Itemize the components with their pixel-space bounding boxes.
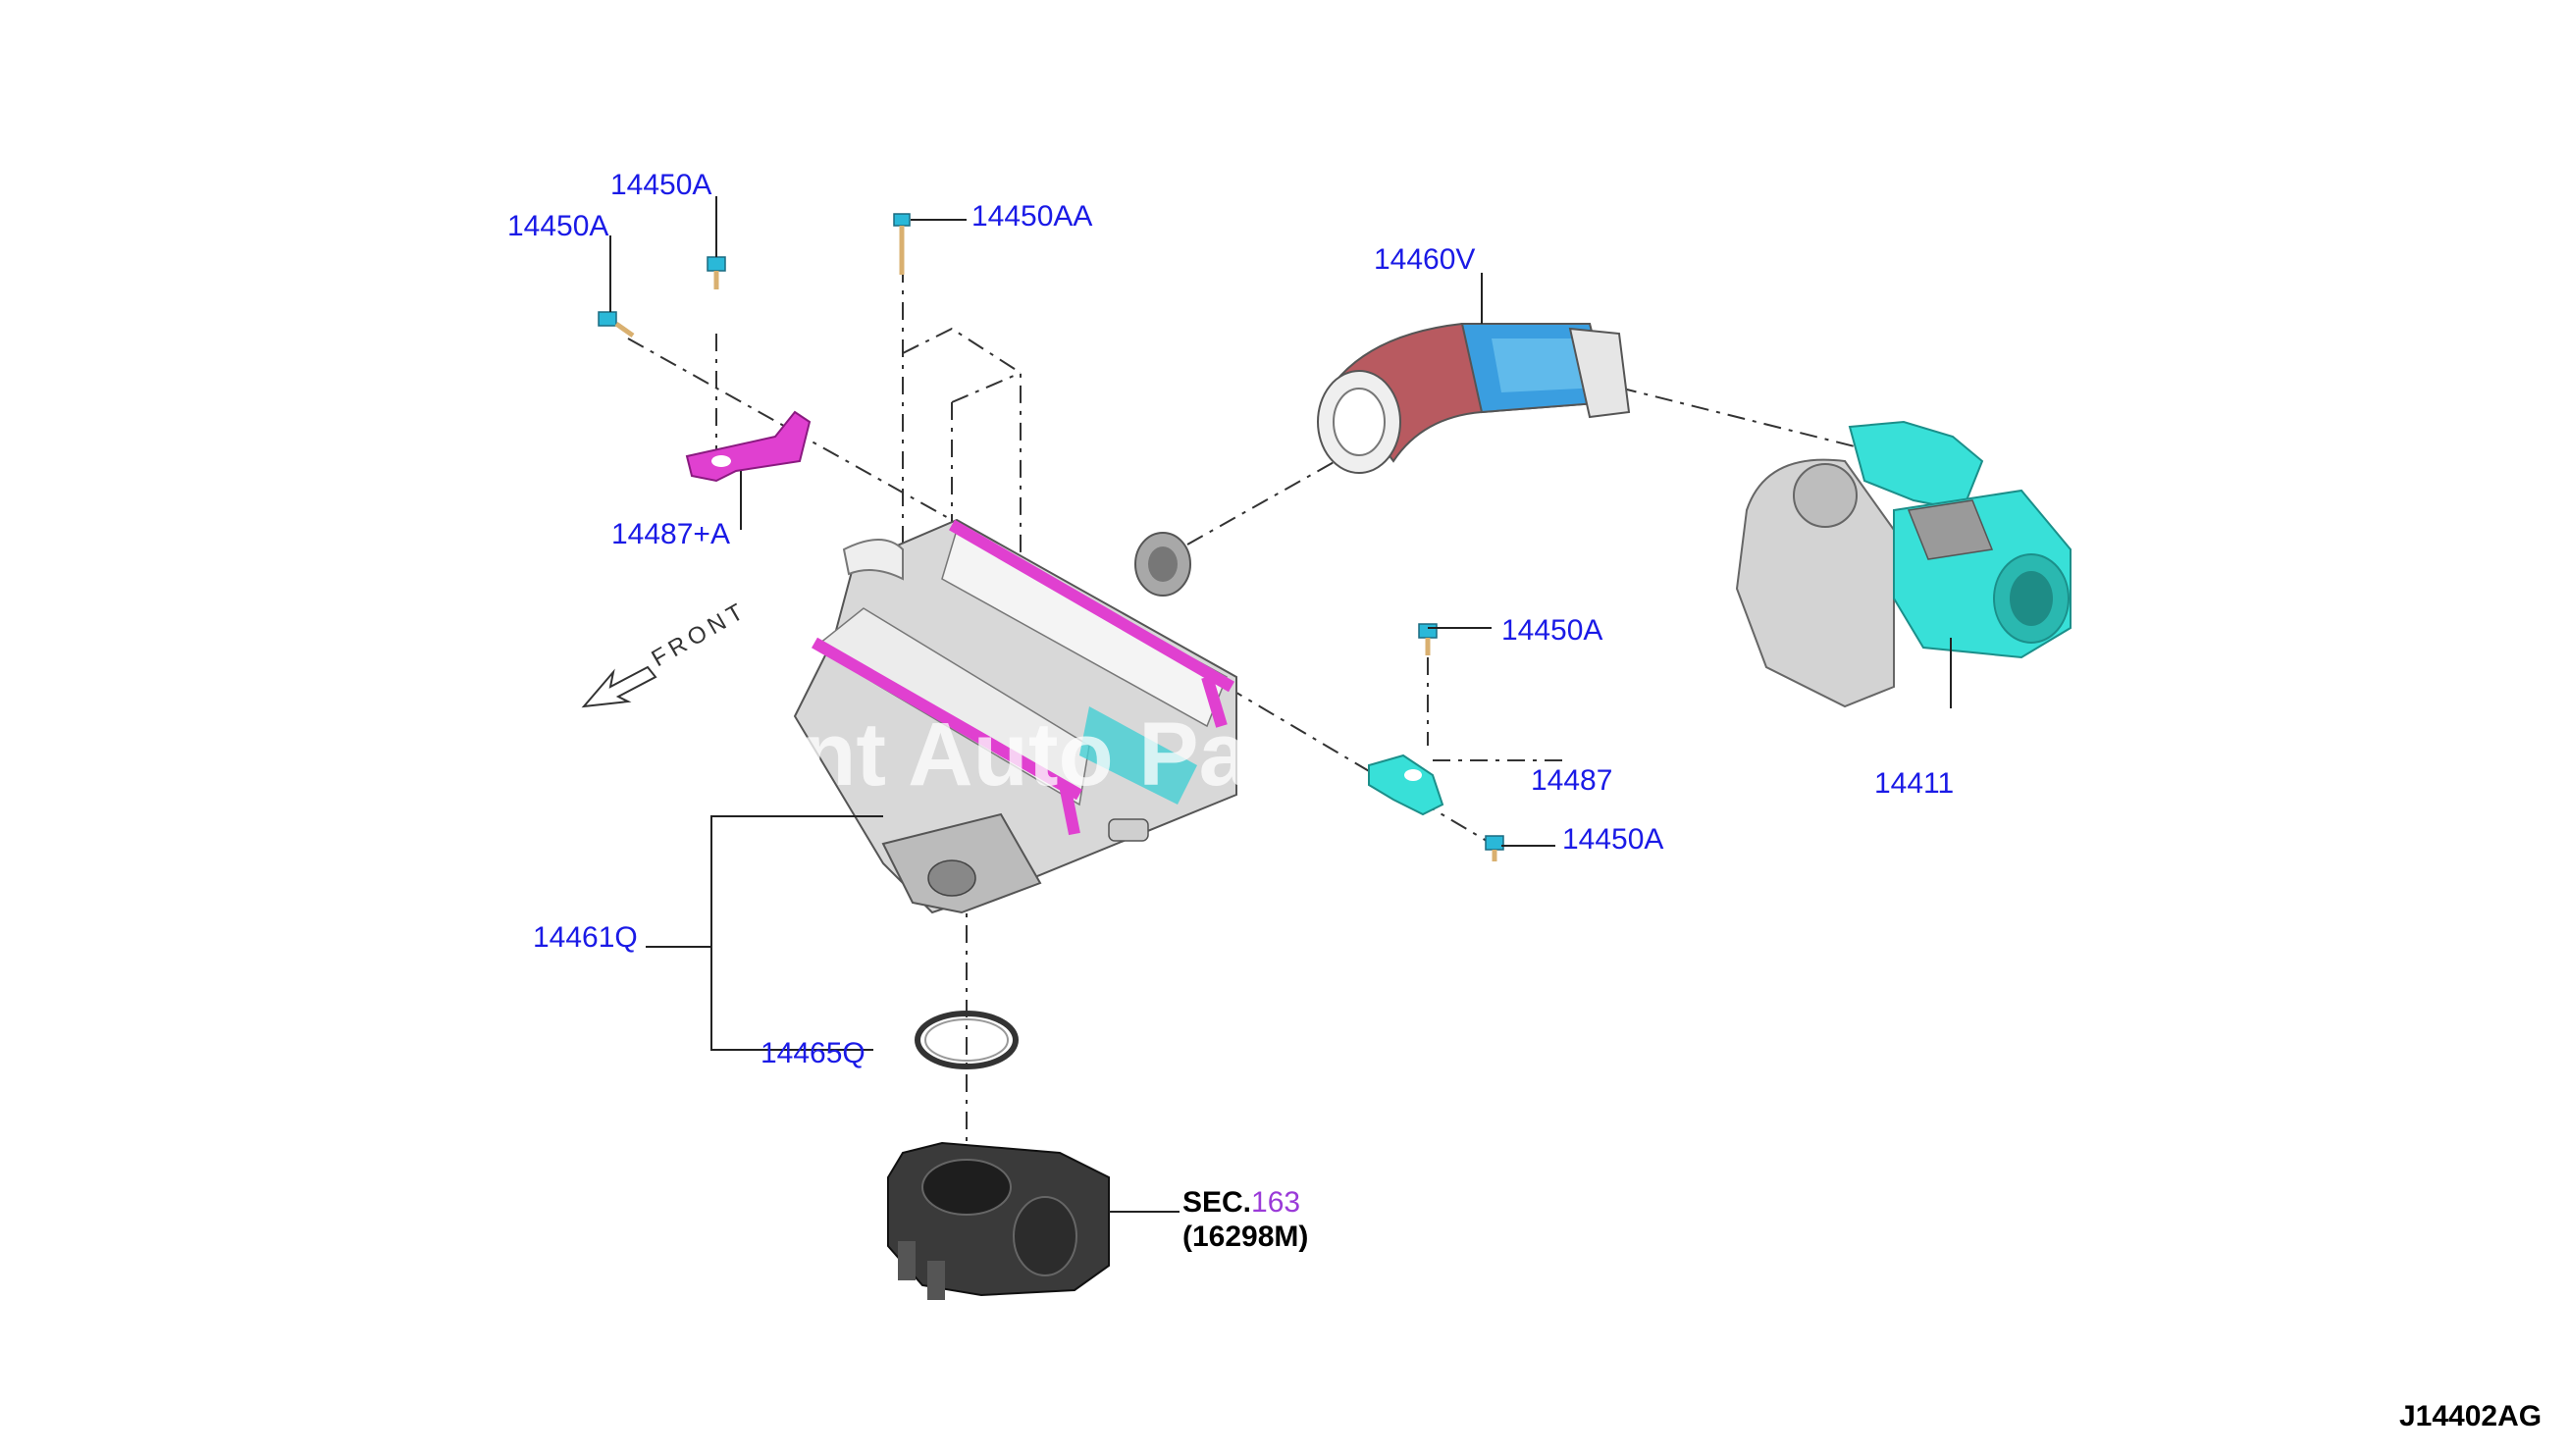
callout-bracket-right: 14487 xyxy=(1531,764,1612,797)
callout-bolt-top-left: 14450A xyxy=(507,210,608,242)
gasket-ring[interactable] xyxy=(915,1011,1019,1069)
section-ref-line1: SEC.163 xyxy=(1182,1186,1300,1219)
callout-bracket-left: 14487+A xyxy=(611,518,730,550)
section-number: 163 xyxy=(1251,1186,1300,1219)
callout-bolt-right-upper: 14450A xyxy=(1501,614,1602,647)
bolt-icon[interactable] xyxy=(1485,835,1504,861)
turbocharger[interactable] xyxy=(1735,420,2072,708)
leader-lines xyxy=(609,196,1952,1213)
callout-bolt-top-mid: 14450A xyxy=(610,169,711,201)
air-duct[interactable] xyxy=(1317,323,1631,474)
throttle-body[interactable] xyxy=(887,1141,1110,1300)
bracket-left[interactable] xyxy=(685,410,812,483)
callout-gasket-ring: 14465Q xyxy=(761,1037,865,1069)
bolt-icon[interactable] xyxy=(707,256,726,289)
intercooler-assembly[interactable] xyxy=(793,518,1237,914)
diagram-code: J14402AG xyxy=(2399,1400,2542,1432)
watermark-text: ont Auto Pa xyxy=(746,704,1250,805)
front-direction-arrow-icon: FRONT xyxy=(581,597,753,708)
callout-labels: 14450A 14450A 14450AA 14487+A 14460V 144… xyxy=(507,169,1954,1069)
callout-bolt-long: 14450AA xyxy=(971,200,1092,233)
bolt-icon[interactable] xyxy=(598,311,635,338)
callout-air-duct: 14460V xyxy=(1374,243,1475,276)
section-part-number: (16298M) xyxy=(1182,1221,1308,1253)
callout-intercooler: 14461Q xyxy=(533,921,638,954)
bolt-icon[interactable] xyxy=(893,213,911,275)
section-reference: SEC.163 (16298M) xyxy=(1182,1186,1308,1253)
bracket-right[interactable] xyxy=(1368,754,1444,816)
callout-bolt-right-lower: 14450A xyxy=(1562,823,1663,856)
section-prefix: SEC. xyxy=(1182,1186,1251,1219)
front-label: FRONT xyxy=(648,597,753,672)
callout-turbocharger: 14411 xyxy=(1874,767,1954,800)
